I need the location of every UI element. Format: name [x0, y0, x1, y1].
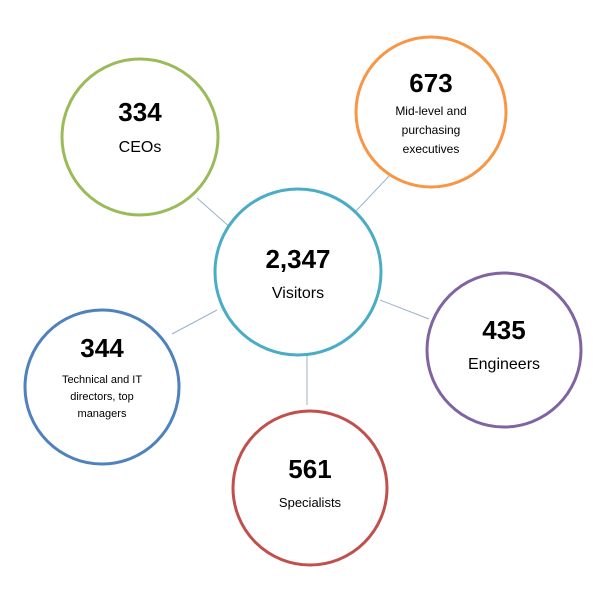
connector-engineers [379, 299, 430, 320]
connector-technical [171, 309, 218, 335]
node-label-visitors: Visitors [272, 285, 324, 302]
node-circle-mid-level [354, 35, 508, 189]
connector-mid-level [354, 173, 392, 213]
node-label-mid-level-line-2: purchasing [402, 123, 461, 137]
node-label-mid-level-line-3: executives [403, 142, 460, 156]
node-value-engineers: 435 [482, 315, 525, 345]
node-engineers: 435 Engineers [425, 271, 583, 429]
node-label-mid-level-line-1: Mid-level and [395, 104, 466, 118]
node-label-specialists: Specialists [279, 495, 342, 510]
node-label-engineers: Engineers [468, 356, 540, 373]
node-visitors: 2,347 Visitors [213, 187, 383, 357]
node-value-mid-level: 673 [409, 68, 452, 98]
node-ceos: 334 CEOs [60, 57, 220, 217]
node-label-technical-line-3: managers [78, 408, 127, 420]
node-value-technical: 344 [80, 333, 124, 363]
node-circle-visitors [213, 187, 383, 357]
node-circle-specialists [231, 409, 389, 567]
node-value-specialists: 561 [288, 454, 331, 484]
node-circle-ceos [60, 57, 220, 217]
node-specialists: 561 Specialists [231, 409, 389, 567]
node-technical: 344 Technical and IT directors, top mana… [23, 308, 181, 466]
node-label-technical-line-1: Technical and IT [62, 374, 142, 386]
node-label-ceos: CEOs [119, 139, 162, 156]
node-circle-technical [23, 308, 181, 466]
node-circle-engineers [425, 271, 583, 429]
node-label-technical-line-2: directors, top [70, 391, 134, 403]
node-value-visitors: 2,347 [265, 244, 330, 274]
node-mid-level: 673 Mid-level and purchasing executives [354, 35, 508, 189]
connector-ceos [196, 197, 233, 230]
node-value-ceos: 334 [118, 97, 162, 127]
